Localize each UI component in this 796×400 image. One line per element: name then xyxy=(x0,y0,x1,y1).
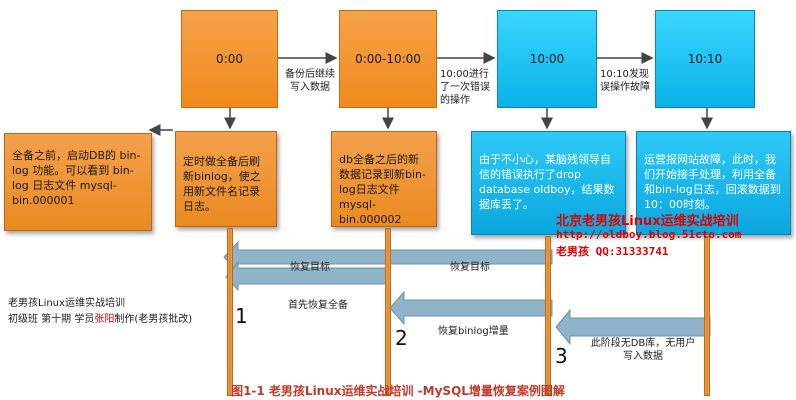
left-note-student-name: 张阳 xyxy=(94,314,115,325)
figure-caption: 图1-1 老男孩Linux运维实战培训 -MySQL增量恢复案例图解 xyxy=(231,384,565,398)
timeline-bar-3 xyxy=(545,236,551,396)
no-db-arrow-shape xyxy=(555,308,711,346)
timeline-bar-1 xyxy=(227,228,233,396)
label-between-0-1: 备份后继续写入数据 xyxy=(285,69,335,93)
step-number-2: 2 xyxy=(395,326,408,350)
timeline-bar-2 xyxy=(385,228,391,396)
label-restore-target-1: 恢复目标 xyxy=(290,262,330,273)
left-note-line1: 老男孩Linux运维实战培训 xyxy=(8,298,125,309)
label-restore-full-first: 首先恢复全备 xyxy=(288,300,348,311)
time-label: 0:00-10:00 xyxy=(355,52,421,66)
time-box-3: 10:10 xyxy=(655,10,755,108)
time-box-2: 10:00 xyxy=(497,10,597,108)
step-number-1: 1 xyxy=(235,304,248,328)
watermark-title: 北京老男孩Linux运维实战培训 xyxy=(556,214,739,229)
time-label: 10:10 xyxy=(687,52,723,66)
label-restore-target-2: 恢复目标 xyxy=(450,262,490,273)
restore-binlog-arrow-shape xyxy=(389,290,553,326)
box-wrong-operation: 由于不小心，某脑残领导自信的错误执行了drop database oldboy，… xyxy=(471,131,626,235)
time-box-0: 0:00 xyxy=(181,10,278,108)
watermark-url: http://oldboy.blog.51cto.com xyxy=(556,228,742,241)
label-between-1-2: 10:00进行了一次错误的操作 xyxy=(440,69,490,106)
left-note-suffix: 制作(老男孩批改) xyxy=(114,314,193,325)
box-new-binlog: db全备之后的新数据记录到新bin-log日志文件 mysql-bin.0000… xyxy=(331,131,437,227)
time-label: 0:00 xyxy=(216,52,243,66)
label-no-db: 此阶段无DB库，无用户写入数据 xyxy=(590,338,696,362)
left-note-prefix: 初级班 第十期 学员 xyxy=(8,314,95,325)
label-restore-binlog: 恢复binlog增量 xyxy=(438,326,509,337)
time-label: 10:00 xyxy=(529,52,565,66)
left-note: 老男孩Linux运维实战培训 初级班 第十期 学员张阳制作(老男孩批改) xyxy=(8,296,192,328)
watermark-qq: 老男孩 QQ:31333741 xyxy=(556,245,669,258)
box-fault-handling: 运营报网站故障，此时，我们开始接手处理，利用全备和bin-log日志，回滚数据到… xyxy=(636,131,791,235)
box-full-backup: 全备之前，启动DB的 bin-log 功能。可以看到 bin-log 日志文件 … xyxy=(4,133,152,231)
time-box-1: 0:00-10:00 xyxy=(339,10,437,108)
timeline-bar-4 xyxy=(704,236,710,396)
label-between-2-3: 10:10发现误操作故障 xyxy=(600,69,650,93)
left-note-line2: 初级班 第十期 学员张阳制作(老男孩批改) xyxy=(8,312,192,328)
box-refresh-binlog: 定时做全备后刷新binlog，使之用新文件名记录日志。 xyxy=(175,131,277,227)
step-number-3: 3 xyxy=(555,344,568,368)
